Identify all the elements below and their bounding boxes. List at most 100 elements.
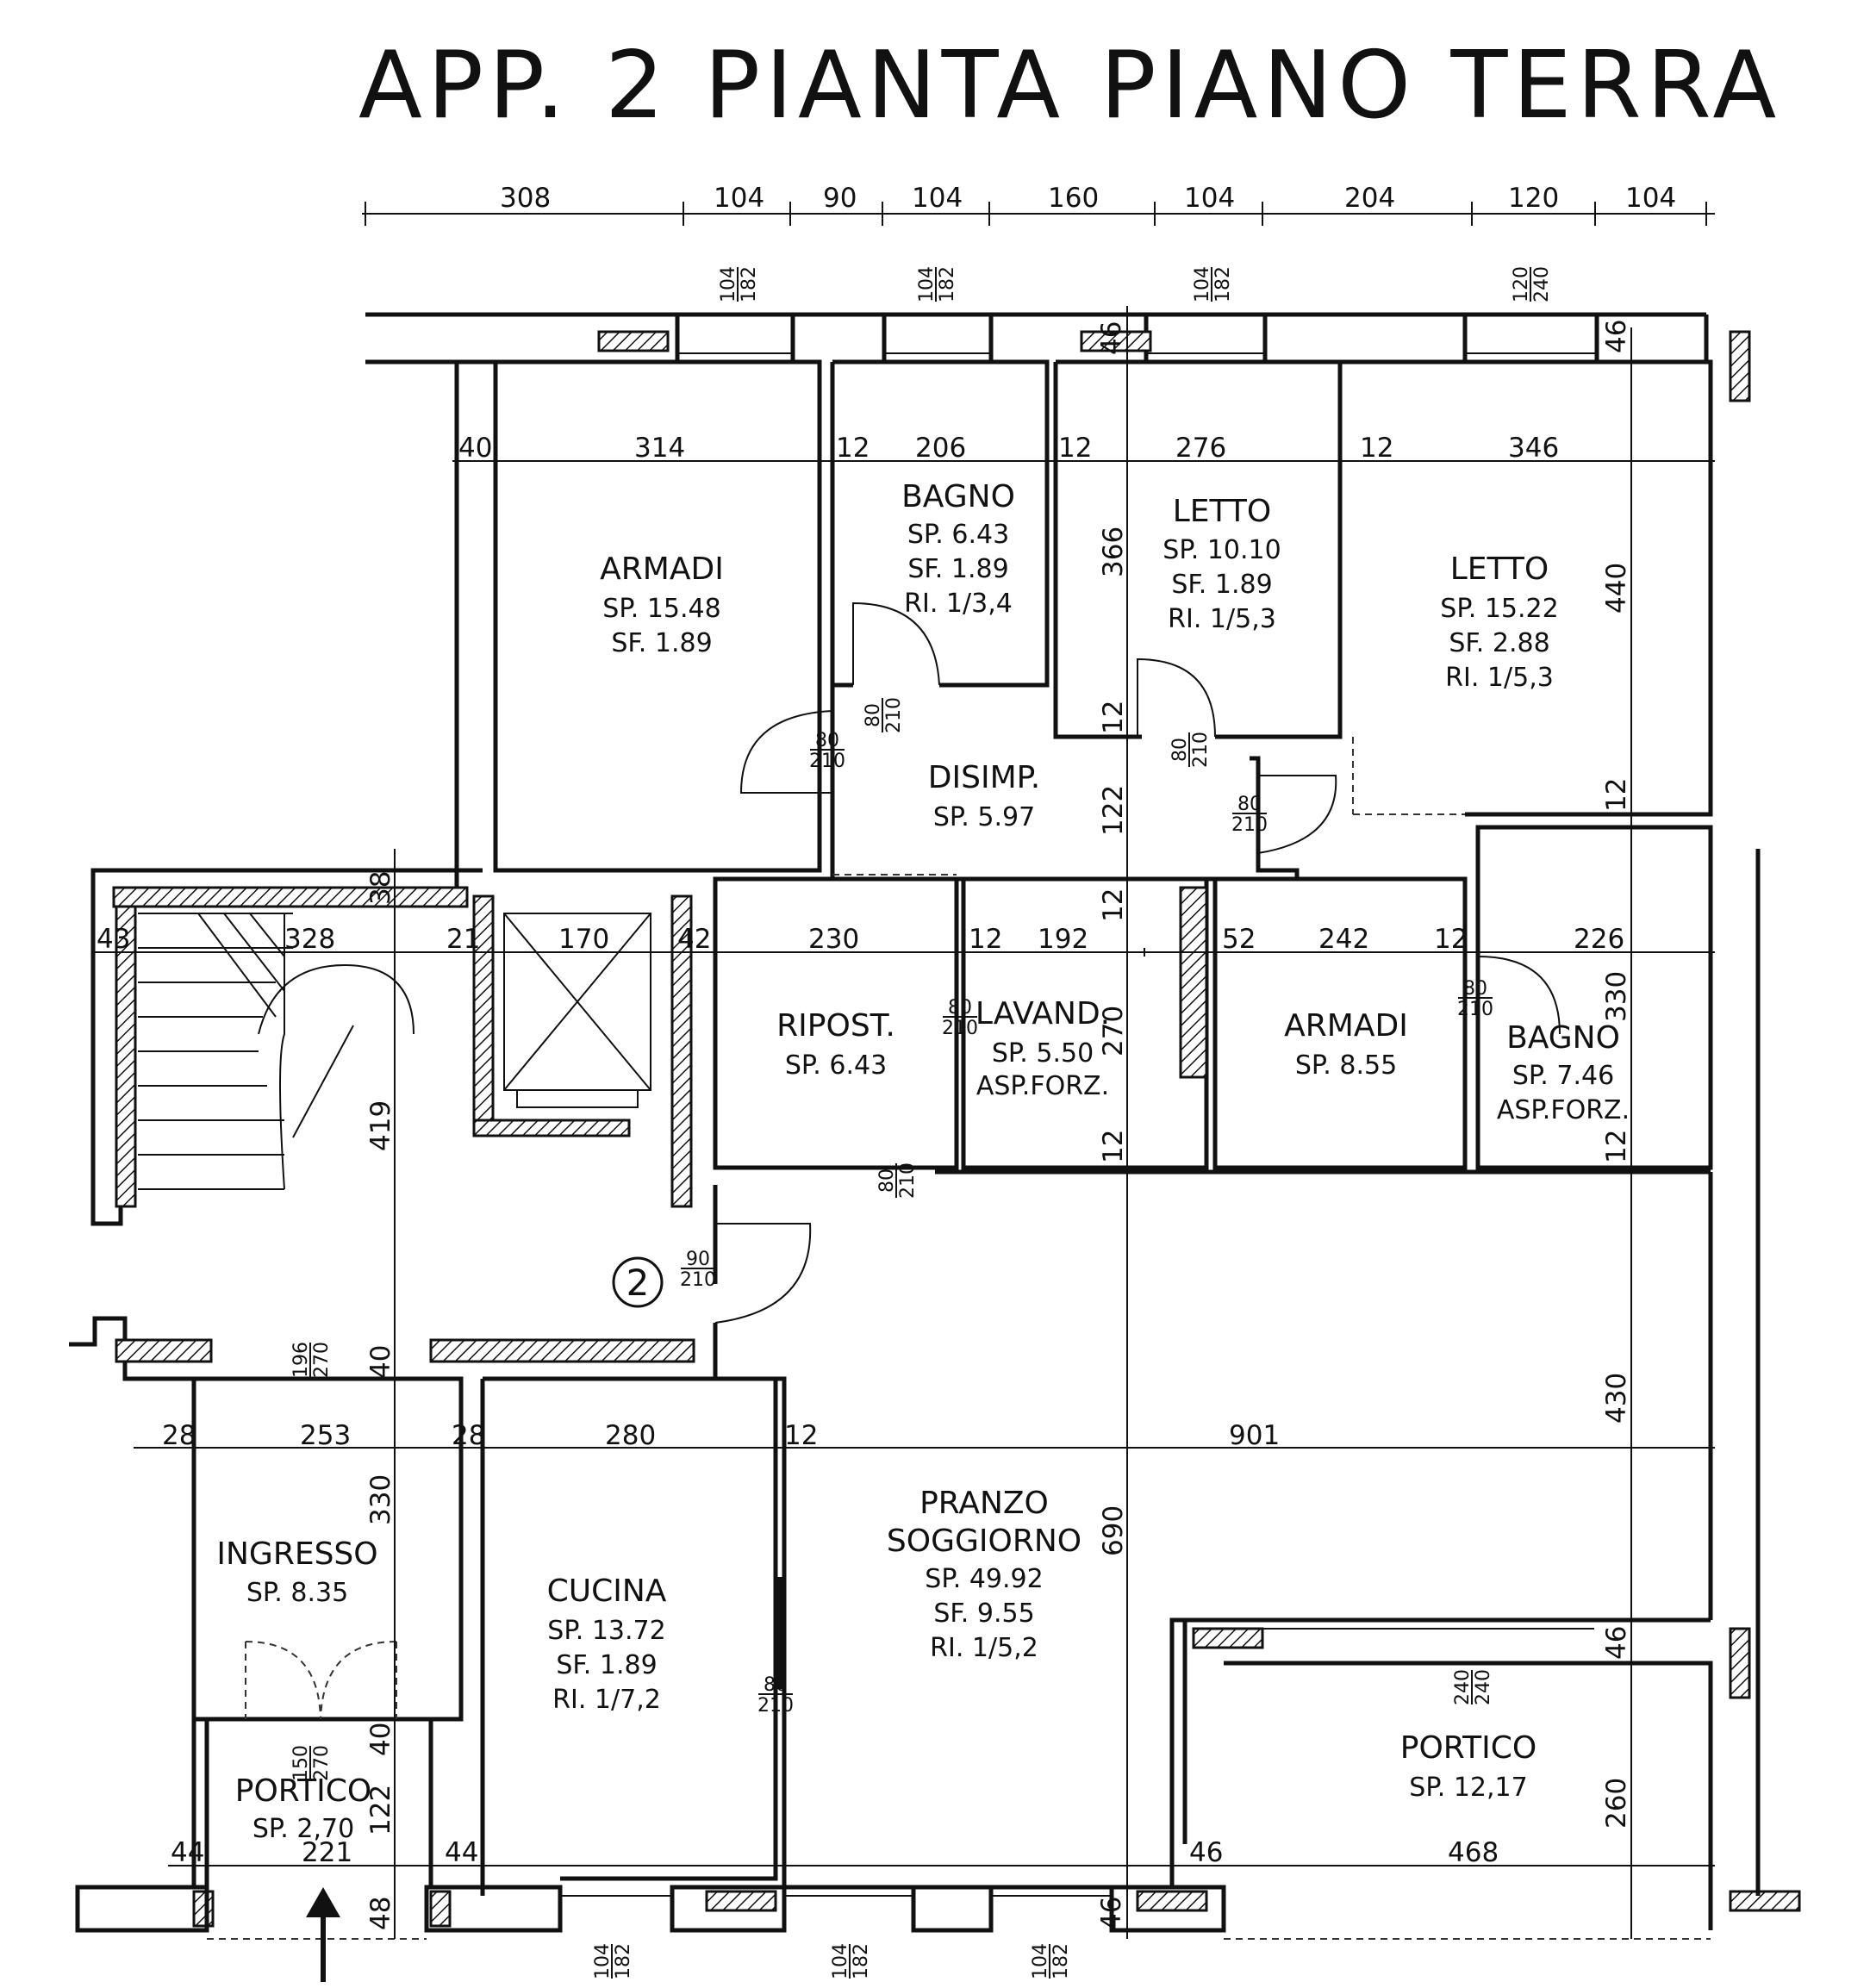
room-name-1: PRANZO — [919, 1486, 1049, 1521]
door-width: 80 — [1237, 794, 1262, 815]
room-portico-large: PORTICO SP. 12,17 — [1400, 1730, 1537, 1803]
room-sp: SP. 13.72 — [547, 1616, 665, 1646]
room-name: LETTO — [1173, 494, 1272, 529]
dim-46d: 46 — [1189, 1837, 1223, 1868]
dim-40a: 40 — [458, 433, 492, 464]
dim-122b: 122 — [365, 1785, 396, 1835]
dim-12k: 12 — [784, 1420, 818, 1451]
window-3: 104 182 — [1192, 266, 1234, 302]
room-bagno-top: BAGNO SP. 6.43 SF. 1.89 RI. 1/3,4 — [901, 479, 1015, 619]
door-labels: 80 210 80 210 80 210 80 210 80 210 80 21… — [680, 697, 1493, 1717]
top-dim-160: 160 — [1048, 183, 1099, 214]
room-name: DISIMP. — [928, 760, 1040, 795]
dim-12b: 12 — [1058, 433, 1092, 464]
apartment-number: 2 — [626, 1262, 650, 1304]
dim-122a: 122 — [1098, 785, 1129, 836]
dim-12j: 12 — [1601, 1130, 1632, 1163]
dimension-lines — [95, 306, 1715, 1939]
door-letto: 80 210 — [1169, 732, 1212, 768]
window-width: 240 — [1452, 1669, 1474, 1705]
dim-690: 690 — [1098, 1505, 1129, 1556]
dim-44a: 44 — [171, 1837, 204, 1868]
room-sp: SP. 7.46 — [1512, 1061, 1614, 1091]
dim-12e: 12 — [1601, 778, 1632, 812]
room-sp: SP. 5.97 — [933, 802, 1035, 832]
room-ri: RI. 1/5,2 — [930, 1633, 1038, 1663]
dim-28b: 28 — [452, 1420, 485, 1451]
dim-46e: 46 — [1096, 1897, 1127, 1930]
door-width: 80 — [1169, 738, 1191, 762]
dim-468: 468 — [1448, 1837, 1499, 1868]
dim-226: 226 — [1574, 924, 1624, 955]
room-sf: SF. 1.89 — [1171, 570, 1272, 600]
door-bagno: 80 210 — [863, 697, 905, 733]
room-name: LETTO — [1450, 552, 1549, 587]
dim-230: 230 — [808, 924, 859, 955]
door-ripost: 80 210 — [942, 997, 978, 1039]
window-portico-large: 240 240 — [1452, 1669, 1494, 1705]
dim-46a: 46 — [1601, 1626, 1632, 1660]
room-cucina: CUCINA SP. 13.72 SF. 1.89 RI. 1/7,2 — [547, 1574, 667, 1715]
window-portico-door: 150 270 — [290, 1745, 333, 1781]
window-height: 182 — [739, 266, 760, 302]
room-sp: SP. 15.48 — [602, 594, 720, 624]
dim-42: 42 — [677, 924, 711, 955]
room-letto-mid: LETTO SP. 10.10 SF. 1.89 RI. 1/5,3 — [1163, 494, 1281, 634]
window-5: 104 182 — [592, 1943, 634, 1979]
door-width: 90 — [686, 1249, 710, 1270]
dim-221: 221 — [302, 1837, 352, 1868]
window-2: 104 182 — [916, 266, 958, 302]
room-name: ARMADI — [600, 552, 724, 587]
dim-330b: 330 — [365, 1474, 396, 1525]
dim-314: 314 — [634, 433, 685, 464]
door-width: 80 — [1463, 978, 1487, 1000]
room-sf: SF. 1.89 — [556, 1650, 657, 1680]
door-swings — [714, 601, 1561, 1689]
dim-12i: 12 — [1098, 1130, 1129, 1163]
dim-192: 192 — [1038, 924, 1088, 955]
room-name: CUCINA — [547, 1574, 667, 1609]
dim-206: 206 — [915, 433, 966, 464]
dim-901: 901 — [1229, 1420, 1280, 1451]
room-armadi-mid: ARMADI SP. 8.55 — [1284, 1008, 1408, 1081]
dim-12g: 12 — [969, 924, 1002, 955]
top-dim-90: 90 — [823, 183, 857, 214]
apartment-number-badge: 2 — [612, 1256, 664, 1308]
door-height: 210 — [942, 1018, 978, 1039]
window-width: 150 — [290, 1745, 312, 1781]
room-sp: SP. 8.55 — [1295, 1050, 1397, 1081]
window-width: 104 — [718, 266, 739, 302]
room-pranzo-soggiorno: PRANZO SOGGIORNO SP. 49.92 SF. 9.55 RI. … — [887, 1486, 1081, 1663]
window-6: 104 182 — [830, 1943, 872, 1979]
door-disimp-left: 80 210 — [809, 730, 845, 772]
window-width: 104 — [830, 1943, 851, 1979]
door-entrance: 90 210 — [680, 1249, 716, 1291]
room-sf: SF. 1.89 — [611, 628, 712, 658]
dim-40b: 40 — [365, 1345, 396, 1379]
dim-270: 270 — [1098, 1006, 1129, 1056]
top-dim-308: 308 — [500, 183, 551, 214]
dim-21: 21 — [446, 924, 480, 955]
window-height: 240 — [1473, 1669, 1494, 1705]
room-name: PORTICO — [235, 1773, 372, 1809]
dim-38: 38 — [365, 871, 396, 905]
window-height: 240 — [1531, 266, 1553, 302]
room-sf: SF. 2.88 — [1449, 628, 1549, 658]
door-height: 210 — [757, 1695, 794, 1717]
walls — [69, 312, 1801, 1940]
door-lavand: 80 210 — [876, 1162, 919, 1199]
door-letto-right: 80 210 — [1231, 794, 1268, 836]
room-armadi-top: ARMADI SP. 15.48 SF. 1.89 — [600, 552, 724, 658]
dim-430: 430 — [1601, 1373, 1632, 1424]
door-width: 80 — [863, 703, 884, 727]
door-width: 80 — [948, 997, 972, 1019]
window-height: 182 — [1050, 1943, 1072, 1979]
room-ri: RI. 1/5,3 — [1168, 604, 1276, 634]
dimension-labels: 40 314 12 206 12 276 12 346 366 440 12 1… — [97, 320, 1632, 1930]
room-name: BAGNO — [1506, 1020, 1620, 1056]
window-width: 104 — [592, 1943, 614, 1979]
entrance-arrow-icon — [306, 1887, 340, 1982]
room-portico-small: PORTICO SP. 2,70 — [235, 1773, 372, 1844]
window-width: 104 — [916, 266, 938, 302]
dim-46b: 46 — [1601, 320, 1632, 353]
